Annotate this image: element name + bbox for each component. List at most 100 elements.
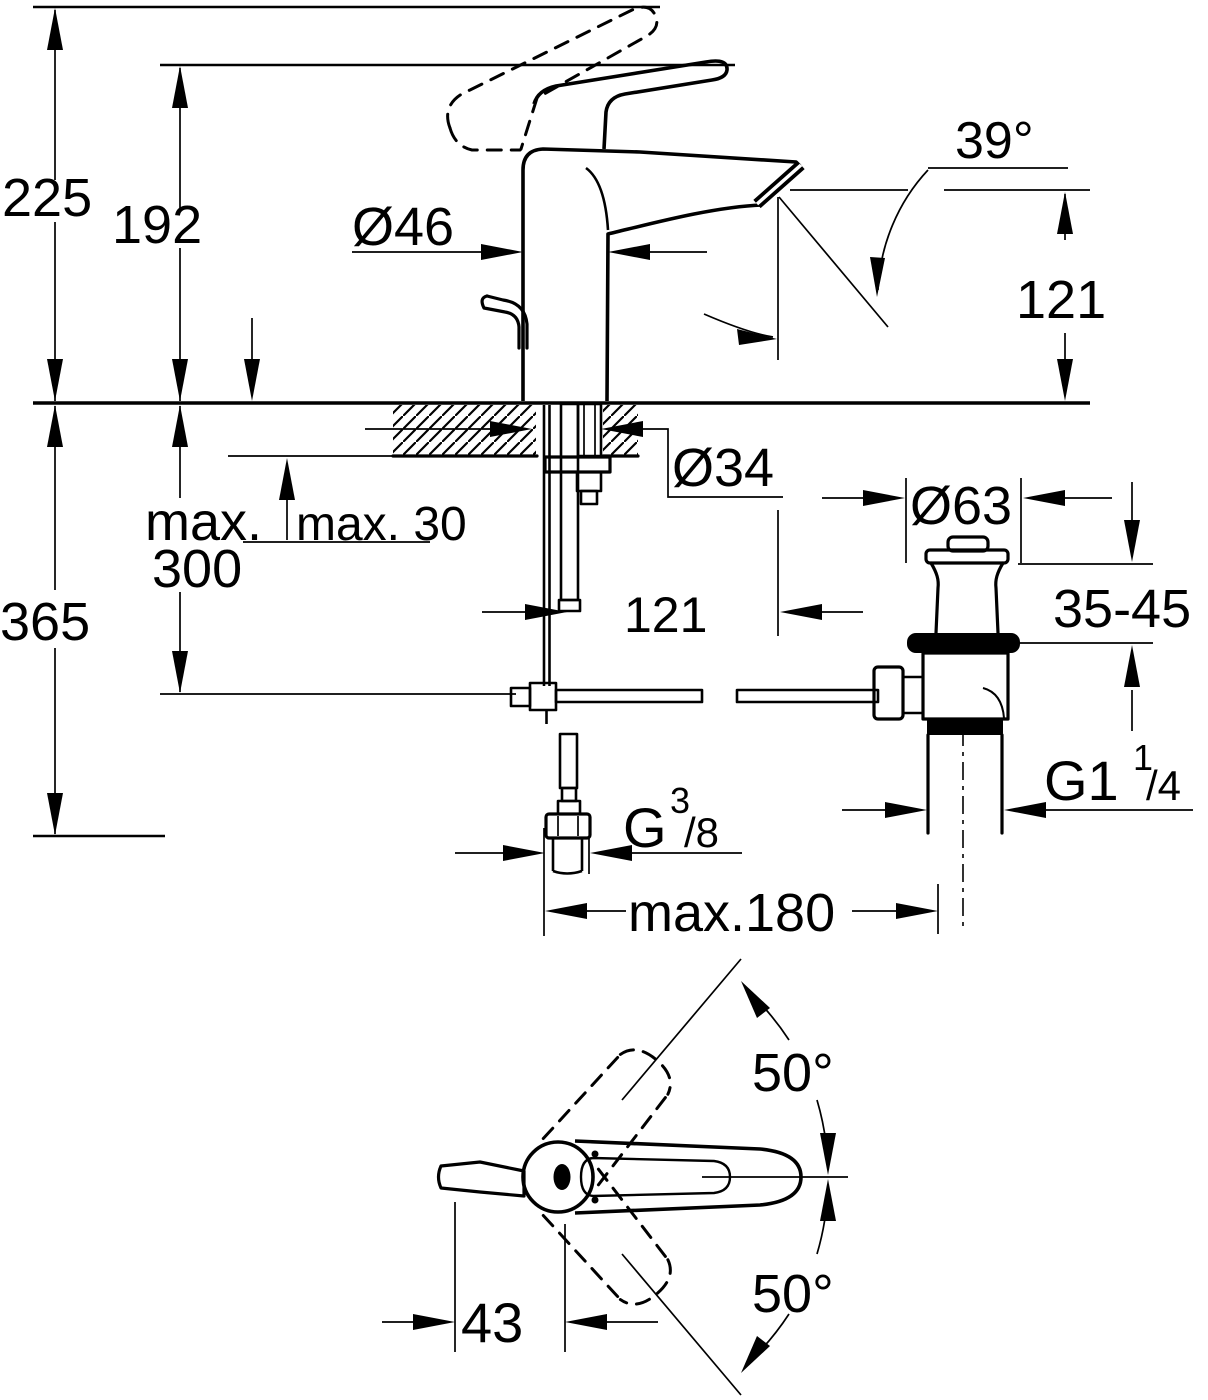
- arrow-up-icon: [47, 8, 63, 50]
- mounting-nut-step1: [575, 470, 603, 493]
- swing-line-lower: [621, 1253, 742, 1396]
- dim-spout-reach: 121: [482, 587, 863, 643]
- dim-stream-angle: 39°: [703, 112, 1090, 636]
- arrow-right-icon: [885, 802, 927, 818]
- handle-pivot-dot: [553, 1164, 571, 1190]
- rod-clamp-block: [509, 686, 532, 708]
- aerator-gap: [755, 163, 803, 206]
- handle-detail-dot: [591, 1150, 599, 1158]
- arrow-down-icon: [244, 359, 260, 401]
- arc-arrowhead-icon: [820, 1133, 836, 1175]
- pop-up-knob-inner: [485, 294, 529, 350]
- arc-arrowhead-icon: [870, 257, 885, 297]
- dim-waste-flange-diameter: Ø63: [822, 476, 1112, 563]
- waste-thread-fraction: /4: [1146, 762, 1181, 809]
- dim-overall-height: 225: [2, 8, 92, 401]
- mounting-nut-step2: [579, 489, 599, 506]
- waste-body: [921, 651, 1010, 721]
- deck-pointer: [244, 318, 260, 401]
- handle-lever: [532, 59, 729, 150]
- dim-base-diameter: Ø46: [352, 197, 707, 260]
- dim-max-waste-distance: max.180: [543, 828, 939, 943]
- dim-deck-thickness: max. 30: [228, 455, 467, 551]
- hose-coupling-1: [560, 786, 578, 803]
- arrow-down-icon: [47, 359, 63, 401]
- arrow-down-icon: [1124, 520, 1140, 562]
- supply-hose-end-fitting: [557, 598, 582, 613]
- rod-clamp-screw: [528, 681, 558, 712]
- waste-assembly: [872, 535, 1020, 932]
- handle-lever-raised-dashed: [446, 5, 659, 151]
- arrow-left-icon: [565, 1314, 607, 1330]
- supply-hose-upper: [559, 402, 580, 602]
- dim-handle-height: 192: [112, 66, 202, 401]
- overall-height-label: 225: [2, 168, 92, 228]
- arrow-down-icon: [1057, 359, 1073, 401]
- hole-diameter-leader: [643, 428, 783, 498]
- handle-height-label: 192: [112, 195, 202, 255]
- arrow-left-icon: [601, 421, 643, 437]
- faucet-body: [446, 5, 805, 402]
- arrow-right-icon: [503, 845, 545, 861]
- arrow-up-icon: [172, 405, 188, 447]
- dim-handle-swing: 50° 50°: [621, 958, 848, 1396]
- installation-depth-label: 365: [0, 592, 90, 652]
- spout-reach-label: 121: [624, 587, 707, 643]
- horizontal-rod-left: [554, 688, 704, 704]
- arrow-left-icon: [545, 903, 587, 919]
- arrow-left-icon: [780, 604, 822, 620]
- body-left-and-spout-top: [521, 147, 802, 401]
- dim-supply-thread: G 3 /8: [455, 780, 742, 874]
- arc-arrowhead-icon: [820, 1179, 836, 1221]
- arrow-right-icon: [413, 1314, 455, 1330]
- arrow-down-icon: [47, 793, 63, 835]
- arrow-left-icon: [608, 244, 650, 260]
- arrow-up-icon: [47, 405, 63, 447]
- stream-angle-label: 39°: [955, 112, 1034, 170]
- arc-arrowhead-icon: [737, 329, 777, 345]
- waste-knob-connector: [901, 675, 925, 715]
- dim-handle-offset: 43: [382, 1202, 658, 1354]
- arrow-down-icon: [172, 359, 188, 401]
- hole-diameter-label: Ø34: [672, 438, 774, 498]
- supply-hose-lower: [558, 732, 579, 790]
- supply-thread-label: G: [623, 796, 667, 859]
- handle-lever-inner-detail: [579, 1156, 732, 1198]
- deck-thickness-label: max. 30: [296, 498, 467, 551]
- arrow-right-icon: [896, 903, 938, 919]
- arrow-right-icon: [863, 490, 905, 506]
- supply-nut: [544, 812, 592, 840]
- water-stream-line: [778, 196, 889, 328]
- handle-offset-label: 43: [461, 1291, 523, 1354]
- hose-depth-label-line2: 300: [152, 539, 242, 599]
- arrow-up-icon: [1057, 192, 1073, 234]
- waste-plug-disc: [924, 548, 1010, 565]
- arrow-right-icon: [490, 421, 532, 437]
- waste-lock-nut: [927, 719, 1003, 735]
- angle-arc: [877, 169, 929, 291]
- arrow-up-icon: [1124, 645, 1140, 687]
- supply-stub-bottom: [552, 869, 583, 875]
- angle-arc-small: [703, 313, 774, 338]
- arc-arrowhead-icon: [741, 981, 770, 1018]
- spout-height-label: 121: [1016, 270, 1106, 330]
- dim-basin-clamp-range: 35-45: [1018, 482, 1191, 731]
- max-waste-distance-label: max.180: [628, 883, 835, 943]
- spout-stub-top-view: [436, 1160, 526, 1198]
- pop-up-knob-outer: [480, 294, 521, 350]
- hose-depth-label-line1: max.: [145, 492, 262, 552]
- spout-crease: [585, 166, 610, 231]
- handle-raised-cap-dashed: [448, 126, 522, 152]
- waste-flange-diameter-label: Ø63: [910, 476, 1012, 536]
- supply-thread-fraction: /8: [684, 809, 719, 856]
- base-diameter-label: Ø46: [352, 197, 454, 257]
- horizontal-rod-right: [735, 688, 880, 704]
- hose-coupling-2: [556, 799, 582, 816]
- below-deck-assembly: [509, 402, 880, 875]
- dim-hose-depth: max. 300: [145, 405, 516, 695]
- waste-flange-gasket: [907, 633, 1020, 653]
- swing-angle-upper-label: 50°: [752, 1043, 834, 1103]
- waste-neck-right: [994, 561, 1005, 635]
